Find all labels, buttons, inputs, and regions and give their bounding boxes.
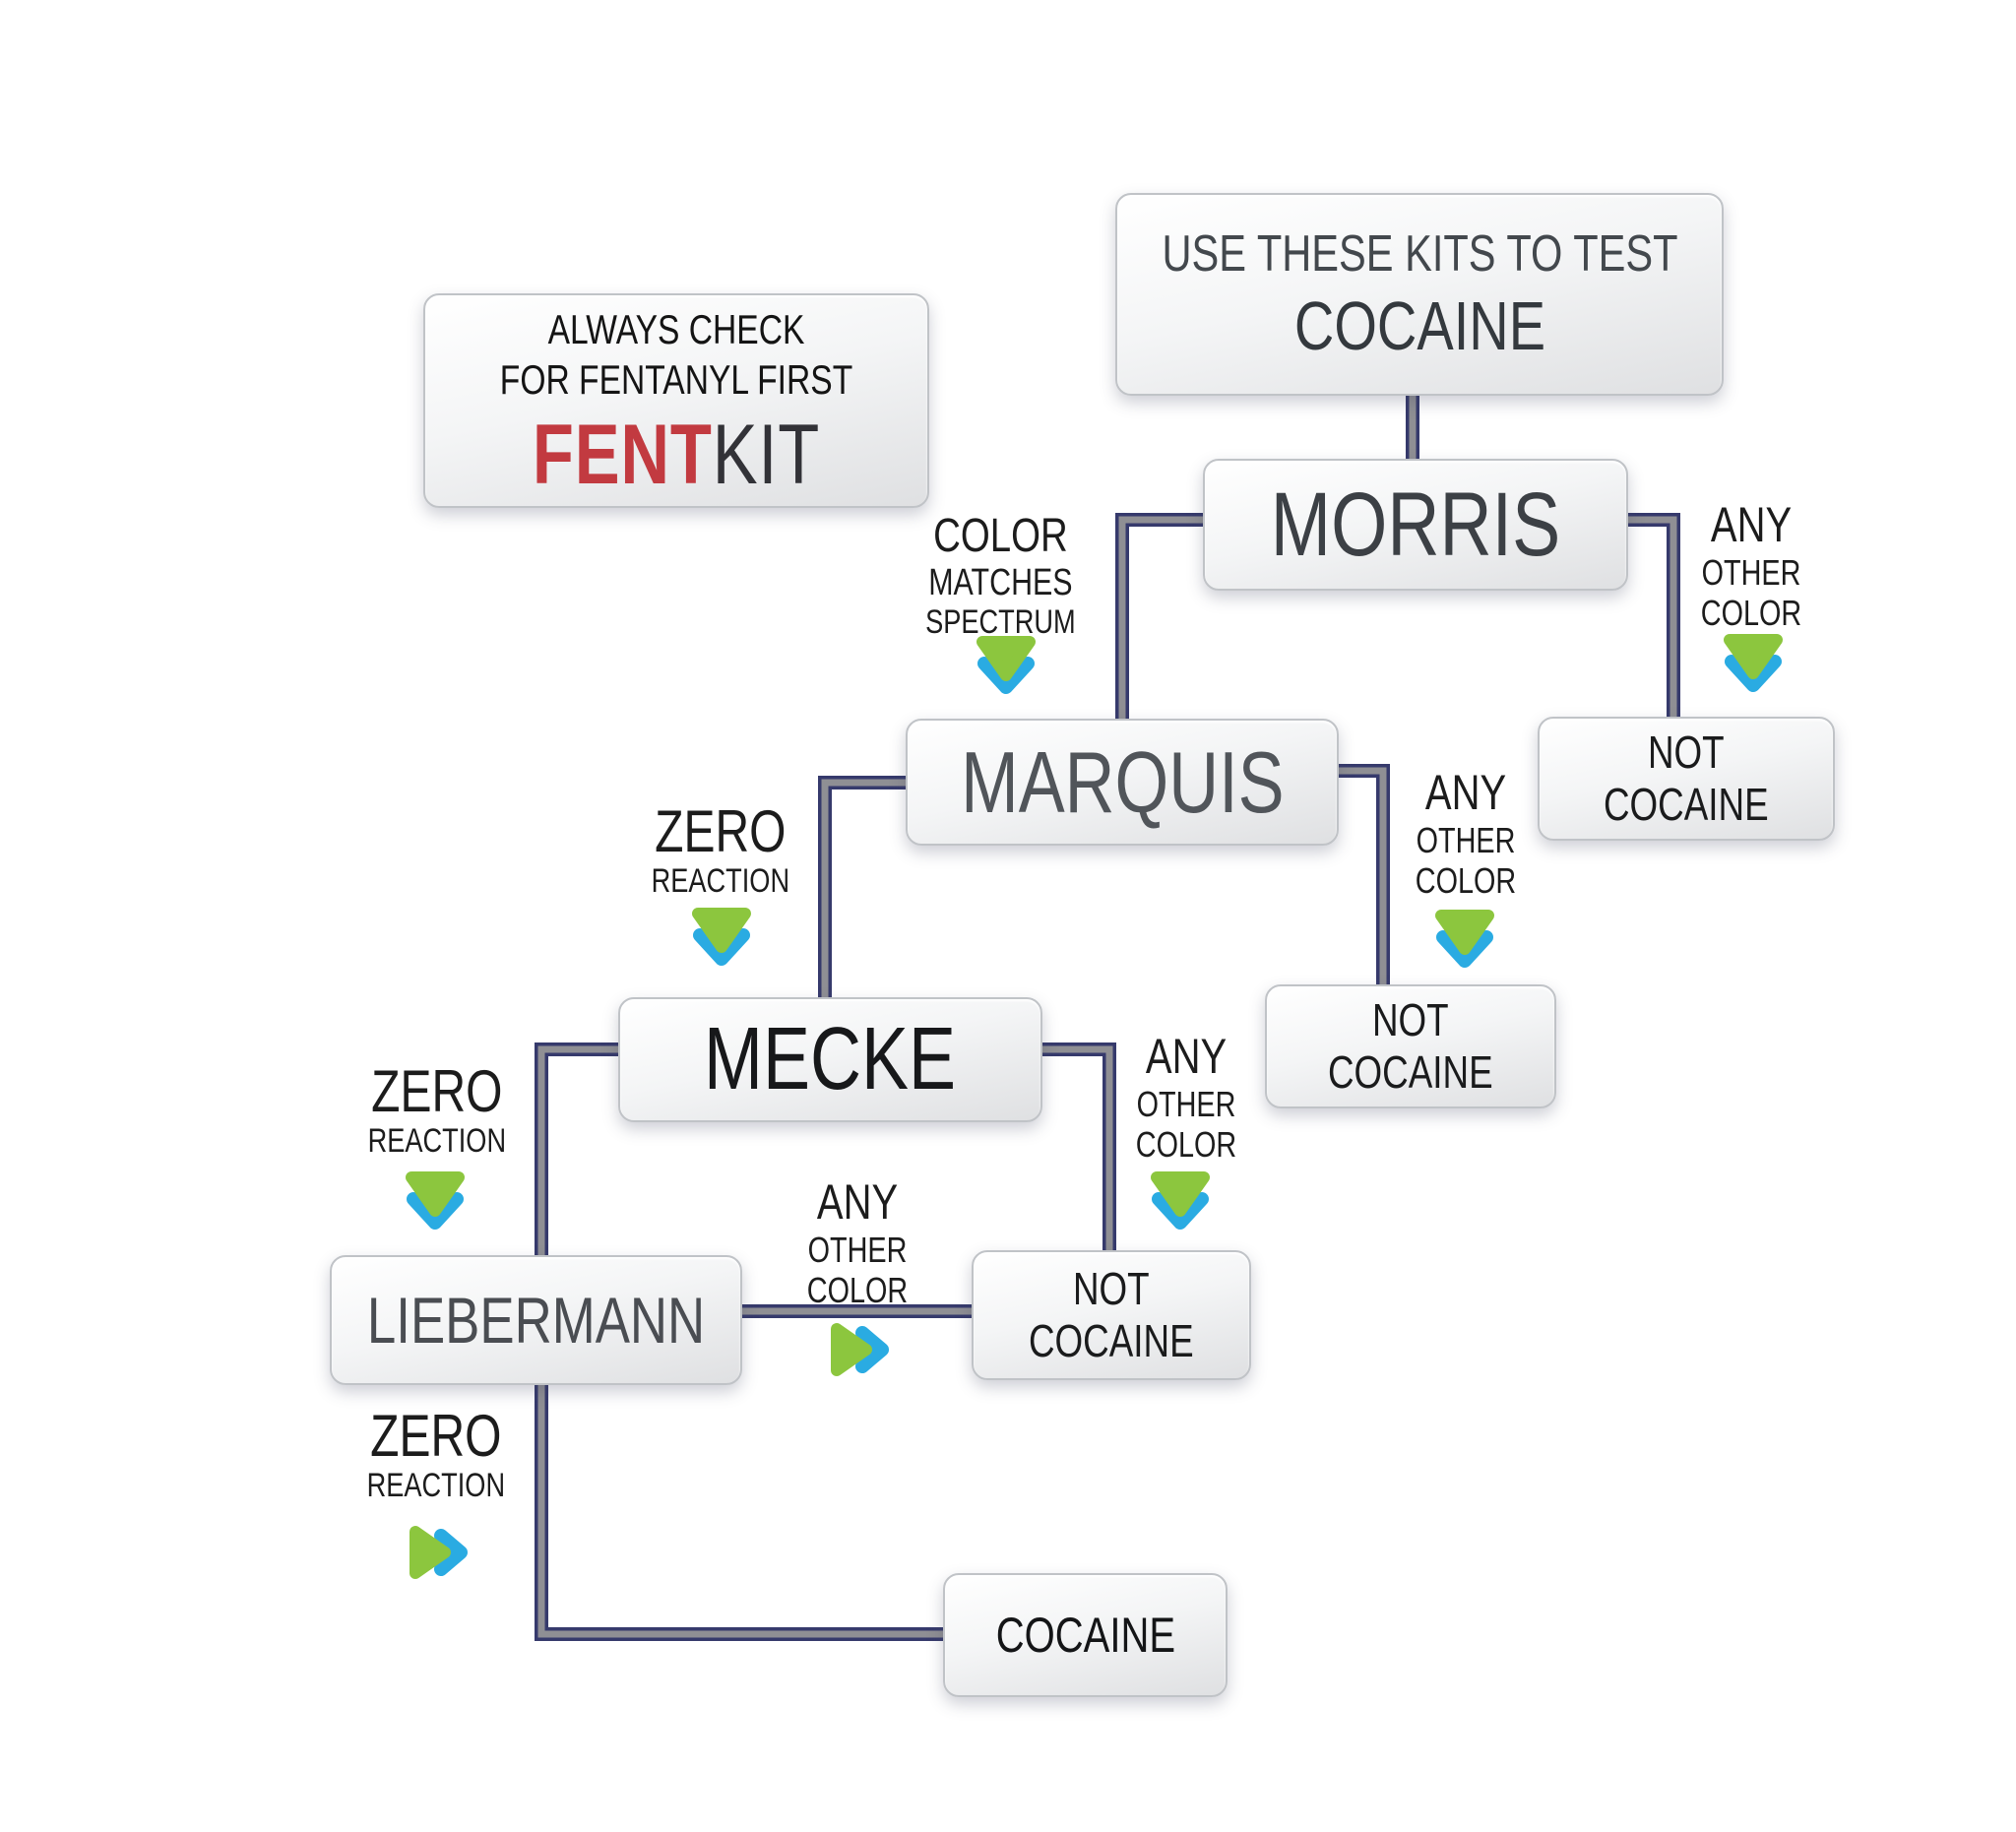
fentkit-line2: FOR FENTANYL FIRST [499,356,853,403]
edge-label-zero-reaction-liebermann: ZERO REACTION [288,1403,584,1504]
edge-label-zero-reaction-marquis: ZERO REACTION [573,798,868,900]
chevron-down-icon [1145,1166,1216,1238]
edge-label-line: OTHER [1416,819,1516,860]
edge-label-line: OTHER [1701,551,1801,593]
not-cocaine-line1: NOT [1648,726,1725,778]
chevron-right-icon [823,1319,896,1380]
edge-label-line: REACTION [366,1467,506,1504]
edge-label-line: ZERO [371,1058,503,1124]
not-cocaine-line1: NOT [1372,993,1449,1045]
chevron-down-icon [400,1166,471,1238]
node-not-cocaine-marquis: NOT COCAINE [1265,984,1556,1108]
fentkit-brand-fent: FENT [532,408,713,503]
not-cocaine-line2: COCAINE [1029,1315,1194,1366]
mecke-label: MECKE [704,1010,957,1108]
edge-label-line: COLOR [1415,859,1517,901]
edge-label-any-other-color-morris: ANY OTHER COLOR [1604,497,1899,633]
edge-label-line: ANY [1145,1029,1228,1084]
node-morris: MORRIS [1203,459,1628,591]
chevron-down-icon [1429,904,1500,977]
edge-label-line: COLOR [1700,592,1802,633]
edge-label-any-other-color-marquis: ANY OTHER COLOR [1318,765,1613,901]
chevron-down-icon [971,630,1041,703]
connector-mecke-liebermann [535,1042,620,1259]
node-not-cocaine-morris: NOT COCAINE [1538,717,1835,841]
connector-marquis-mecke [818,776,914,1001]
cocaine-label: COCAINE [995,1608,1175,1663]
edge-label-line: ANY [1424,765,1507,820]
node-cocaine-result: COCAINE [943,1573,1228,1697]
edge-label-line: REACTION [367,1122,507,1160]
fentkit-brand: FENTKIT [500,412,852,497]
not-cocaine-line2: COCAINE [1604,779,1769,830]
edge-label-line: COLOR [1135,1123,1237,1165]
edge-label-line: ANY [1710,497,1793,552]
connector-mecke-notcocaine [1037,1042,1116,1254]
edge-label-line: ZERO [655,798,787,864]
edge-label-line: ZERO [370,1403,502,1469]
fentkit-badge: ALWAYS CHECK FOR FENTANYL FIRST FENTKIT [423,293,929,508]
node-liebermann: LIEBERMANN [330,1255,742,1385]
node-not-cocaine-mecke: NOT COCAINE [972,1250,1251,1380]
connector-morris-notcocaine [1621,513,1680,721]
edge-label-line: SPECTRUM [924,602,1076,641]
edge-label-line: ANY [816,1174,899,1230]
node-marquis: MARQUIS [906,719,1339,846]
edge-label-line: OTHER [1136,1083,1236,1124]
edge-label-line: COLOR [932,510,1068,562]
morris-label: MORRIS [1270,474,1561,575]
connector-liebermann-cocaine [535,1378,943,1641]
marquis-label: MARQUIS [960,732,1285,831]
connector-marquis-notcocaine [1333,764,1390,988]
edge-label-line: MATCHES [927,561,1073,603]
chevron-down-icon [686,902,757,975]
node-mecke: MECKE [618,997,1042,1122]
use-kits-title: COCAINE [1293,286,1545,364]
use-kits-subtitle: USE THESE KITS TO TEST [1162,224,1678,283]
not-cocaine-line1: NOT [1073,1262,1150,1314]
liebermann-label: LIEBERMANN [366,1284,706,1357]
edge-label-color-matches-spectrum: COLOR MATCHES SPECTRUM [852,510,1148,641]
not-cocaine-line2: COCAINE [1328,1046,1493,1098]
edge-label-line: REACTION [651,862,790,900]
fentkit-brand-kit: KIT [712,408,821,503]
node-use-these-kits: USE THESE KITS TO TEST COCAINE [1115,193,1724,396]
connector-morris-marquis [1115,513,1207,723]
edge-label-any-other-color-mecke: ANY OTHER COLOR [1039,1029,1334,1165]
edge-label-line: OTHER [807,1229,908,1270]
edge-label-zero-reaction-mecke: ZERO REACTION [289,1058,585,1160]
edge-label-any-other-color-liebermann: ANY OTHER COLOR [710,1174,1005,1310]
edge-label-line: COLOR [806,1269,909,1310]
fentkit-line1: ALWAYS CHECK [547,305,805,352]
chevron-right-icon [402,1522,474,1583]
chevron-down-icon [1718,628,1789,701]
